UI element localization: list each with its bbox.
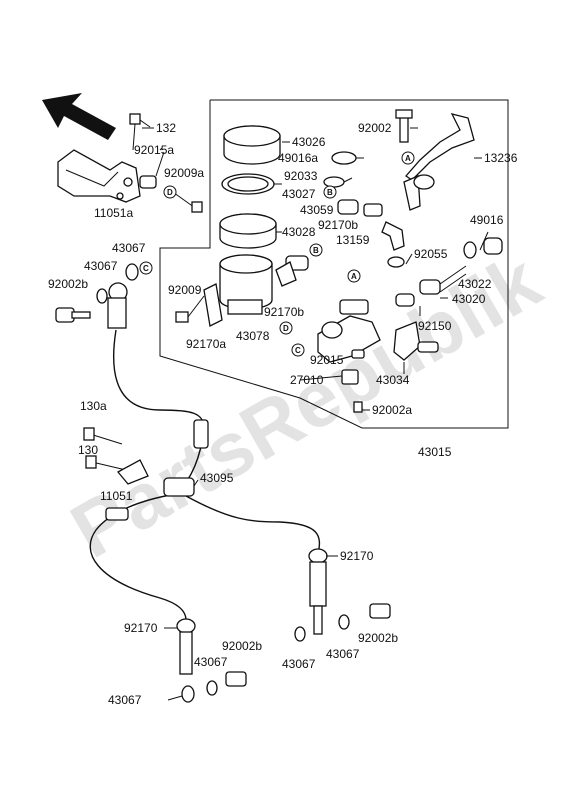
brake-hose-upper bbox=[113, 329, 205, 431]
part-43067-washers-bottom-right bbox=[294, 614, 350, 642]
part-11051a-bracket bbox=[57, 149, 141, 203]
label-43015: 43015 bbox=[418, 445, 452, 459]
label-43020: 43020 bbox=[452, 292, 486, 306]
part-92002a-screw bbox=[353, 401, 363, 413]
svg-text:D: D bbox=[167, 188, 173, 197]
label-43067-bottom-left-2: 43067 bbox=[108, 693, 142, 707]
label-43067-bottom-right-2: 43067 bbox=[326, 647, 360, 661]
part-92150-spring bbox=[395, 293, 415, 307]
label-130a: 130a bbox=[80, 399, 107, 413]
label-49016: 49016 bbox=[470, 213, 504, 227]
label-92170b-mid: 92170b bbox=[264, 305, 304, 319]
part-43059-hose-fitting bbox=[337, 199, 383, 217]
part-92170a-bracket bbox=[203, 283, 223, 327]
svg-text:C: C bbox=[295, 346, 301, 355]
label-43028: 43028 bbox=[282, 225, 316, 239]
part-43095-brake-hose-joint bbox=[163, 419, 209, 497]
part-43034-holder bbox=[393, 321, 439, 361]
label-130: 130 bbox=[78, 443, 98, 457]
part-92170b-clamp bbox=[275, 255, 309, 287]
label-92002b-bottom-left: 92002b bbox=[222, 639, 262, 653]
part-92002b-banjo-bolt-left bbox=[55, 307, 91, 323]
label-92033: 92033 bbox=[284, 169, 318, 183]
label-49016a: 49016a bbox=[278, 151, 318, 165]
label-92002a: 92002a bbox=[372, 403, 412, 417]
svg-text:B: B bbox=[313, 246, 319, 255]
part-92015-bolt bbox=[351, 349, 365, 359]
label-92170a: 92170a bbox=[186, 337, 226, 351]
part-11051-hose-clamp bbox=[105, 507, 129, 521]
svg-text:D: D bbox=[283, 324, 289, 333]
label-43059: 43059 bbox=[300, 203, 334, 217]
label-132: 132 bbox=[156, 121, 176, 135]
assembly-outline-frame bbox=[159, 99, 509, 429]
part-43067-washers-left bbox=[96, 263, 139, 304]
label-43022: 43022 bbox=[458, 277, 492, 291]
part-132-bolt bbox=[129, 113, 151, 151]
part-43020-piston-kit bbox=[419, 265, 467, 295]
svg-text:A: A bbox=[405, 154, 411, 163]
part-43067-washers-bottom-left bbox=[181, 680, 218, 703]
svg-text:A: A bbox=[351, 272, 357, 281]
part-43026-reservoir-cap bbox=[223, 125, 281, 165]
label-92055: 92055 bbox=[414, 247, 448, 261]
part-92009-screw bbox=[175, 295, 205, 323]
label-92015a: 92015a bbox=[134, 143, 174, 157]
label-43095: 43095 bbox=[200, 471, 234, 485]
part-92055-o-ring bbox=[387, 256, 405, 268]
label-92002b-left: 92002b bbox=[48, 277, 88, 291]
label-92015: 92015 bbox=[310, 353, 344, 367]
label-92170-left: 92170 bbox=[124, 621, 158, 635]
part-13236-brake-lever bbox=[403, 113, 475, 211]
label-92170-right: 92170 bbox=[340, 549, 374, 563]
part-43078-reservoir-tank bbox=[219, 254, 273, 315]
label-43067-bottom-right-1: 43067 bbox=[282, 657, 316, 671]
part-43095-banjo-fitting-top bbox=[107, 282, 128, 329]
label-13236: 13236 bbox=[484, 151, 518, 165]
part-130a-bolt bbox=[83, 427, 123, 445]
part-43022-seal bbox=[463, 241, 477, 259]
label-92009a: 92009a bbox=[164, 166, 204, 180]
brake-hose-left bbox=[89, 493, 187, 621]
label-43078: 43078 bbox=[236, 329, 270, 343]
label-92150: 92150 bbox=[418, 319, 452, 333]
callout-circles: D C A B B D A C bbox=[139, 151, 415, 357]
svg-text:B: B bbox=[327, 188, 333, 197]
part-49016a-cap bbox=[331, 151, 357, 165]
front-direction-arrow-icon bbox=[42, 93, 116, 140]
label-43067-top: 43067 bbox=[112, 241, 146, 255]
svg-text:C: C bbox=[143, 264, 149, 273]
label-92009: 92009 bbox=[168, 283, 202, 297]
label-43026: 43026 bbox=[292, 135, 326, 149]
brake-hose-right bbox=[185, 495, 321, 555]
label-43067-bottom-left-1: 43067 bbox=[194, 655, 228, 669]
label-11051a: 11051a bbox=[94, 206, 133, 220]
label-13159: 13159 bbox=[336, 233, 370, 247]
part-13159-elbow bbox=[381, 221, 405, 251]
part-43028-diaphragm bbox=[219, 213, 277, 249]
part-49016-boot bbox=[483, 237, 503, 255]
label-92002b-bottom-right: 92002b bbox=[358, 631, 398, 645]
part-27010-switch bbox=[341, 369, 359, 385]
part-number-labels: 132 92015a 92009a 11051a 43067 43067 920… bbox=[48, 121, 518, 707]
part-43027-diaphragm-plate bbox=[221, 173, 275, 195]
label-27010: 27010 bbox=[290, 373, 324, 387]
part-92002b-banjo-bolt-bottom-right bbox=[369, 603, 391, 619]
part-130-bolt bbox=[85, 455, 149, 485]
part-92033-clip bbox=[323, 176, 345, 188]
leader-lines bbox=[142, 127, 489, 701]
label-43027: 43027 bbox=[282, 187, 316, 201]
part-92170-right-fitting bbox=[308, 548, 328, 635]
part-92002b-banjo-bolt-bottom-left bbox=[225, 671, 247, 687]
part-92170-left-fitting bbox=[176, 618, 196, 675]
part-master-cylinder-body bbox=[317, 299, 381, 363]
part-92002-lever-bolt bbox=[395, 109, 413, 143]
label-92170b-top: 92170b bbox=[318, 218, 358, 232]
label-11051: 11051 bbox=[100, 489, 133, 503]
label-43067-left: 43067 bbox=[84, 259, 118, 273]
label-92002-top: 92002 bbox=[358, 121, 392, 135]
label-43034: 43034 bbox=[376, 373, 410, 387]
part-92015a-collar bbox=[139, 151, 165, 189]
